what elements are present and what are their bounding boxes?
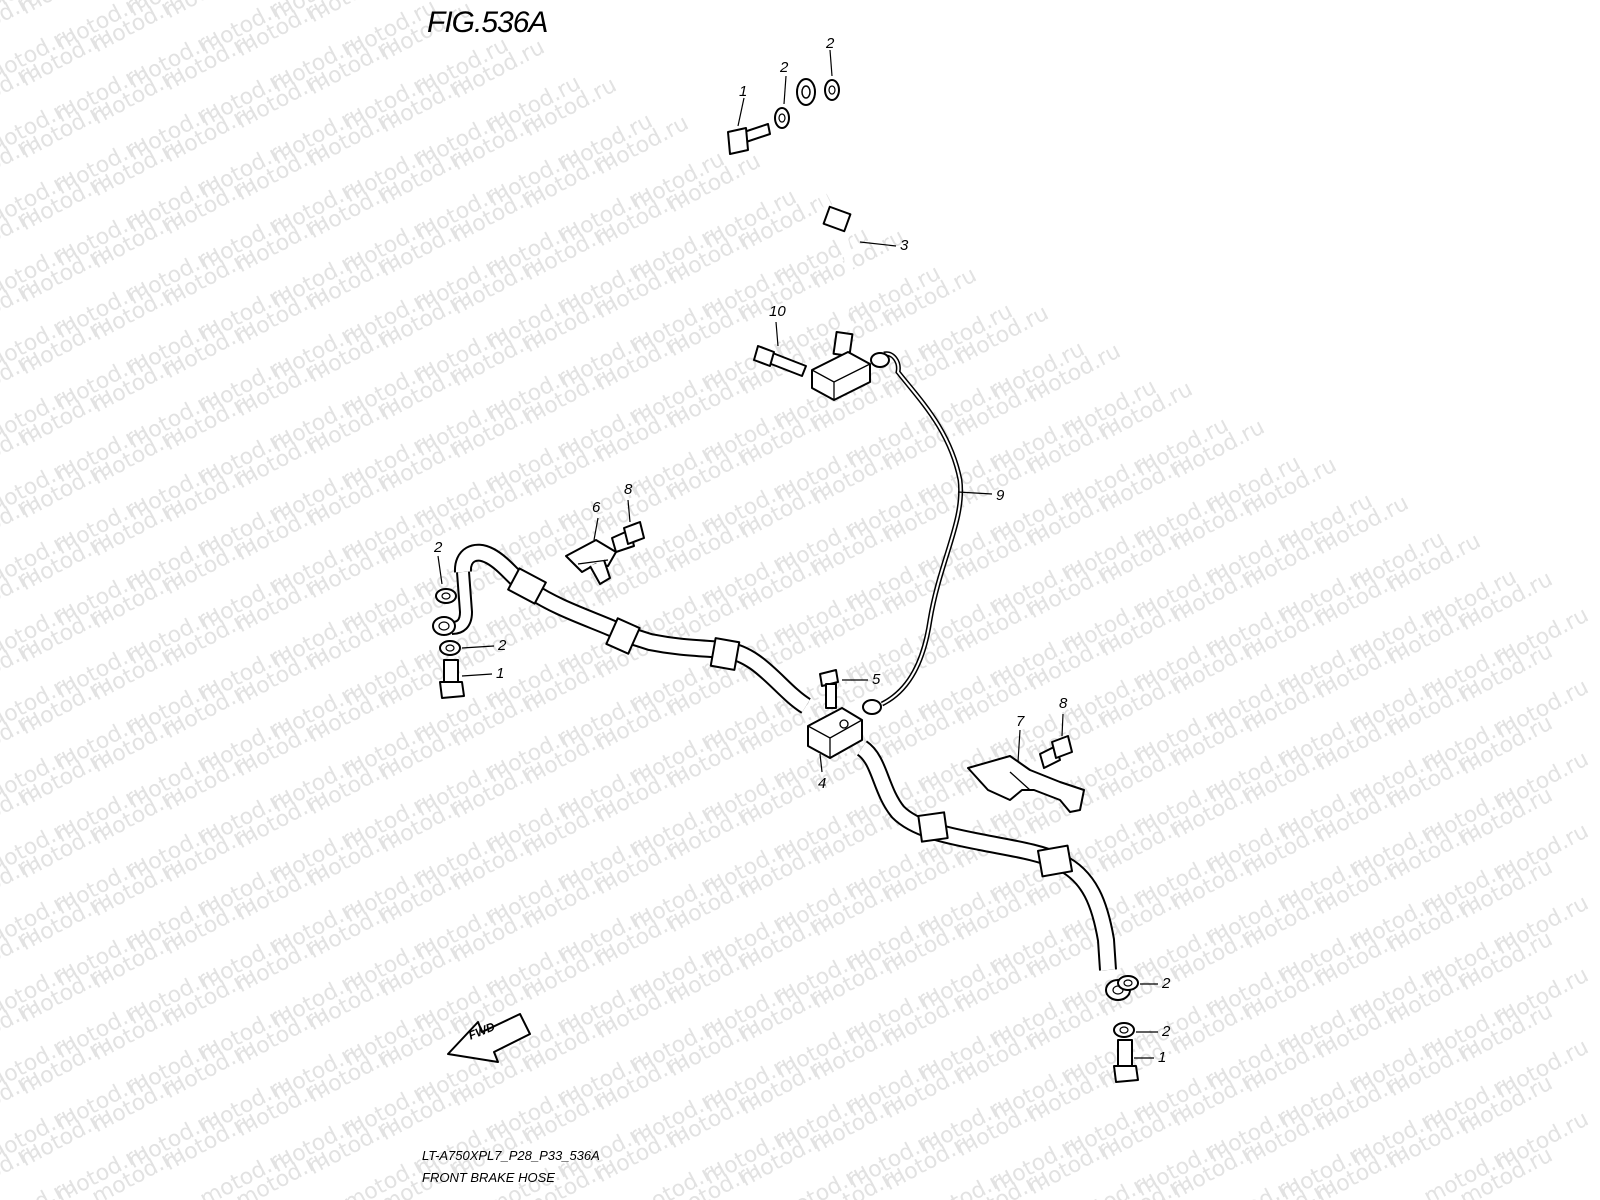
callout-2-left-b: 2 [498,637,507,654]
forward-arrow [447,1013,531,1063]
banjo-bolt-left [439,659,465,699]
banjo-bolt-right [1113,1039,1139,1083]
callout-2-right-b: 2 [1162,1023,1171,1040]
callout-6: 6 [592,499,601,516]
lower-junction-block [807,707,863,759]
callout-8-right: 8 [1059,695,1068,712]
callout-5: 5 [872,671,881,688]
callout-2-top-a: 2 [780,59,789,76]
callout-10: 10 [769,303,786,320]
figure-title: FIG.536A [427,6,548,39]
callout-1-top: 1 [739,83,748,100]
diagram-code: LT-A750XPL7_P28_P33_536A [422,1148,600,1163]
callout-2-left-a: 2 [434,539,443,556]
callout-1-right: 1 [1158,1049,1167,1066]
banjo-bolt-top [727,123,771,155]
diagram-name: FRONT BRAKE HOSE [422,1170,555,1185]
bolt-5 [819,669,839,709]
callout-7: 7 [1016,713,1025,730]
upper-junction-block [811,351,871,401]
callout-8-left: 8 [624,481,633,498]
bolt-8-left [611,521,645,553]
leader-lines [437,49,1158,1059]
bolt-10 [753,345,807,377]
clamp-7 [967,755,1085,813]
callout-1-left: 1 [496,665,505,682]
bolt-8-right [1039,735,1073,769]
lower-right-brake-hose [856,740,1131,1001]
callout-2-top-b: 2 [826,35,835,52]
lower-left-brake-hose [432,543,812,714]
upper-brake-hose [790,78,854,358]
callout-3: 3 [900,237,909,254]
brake-pipe-9 [862,351,964,715]
callout-4: 4 [818,775,827,792]
callout-9: 9 [996,487,1005,504]
callout-2-right-a: 2 [1162,975,1171,992]
clamp-6 [565,539,617,585]
